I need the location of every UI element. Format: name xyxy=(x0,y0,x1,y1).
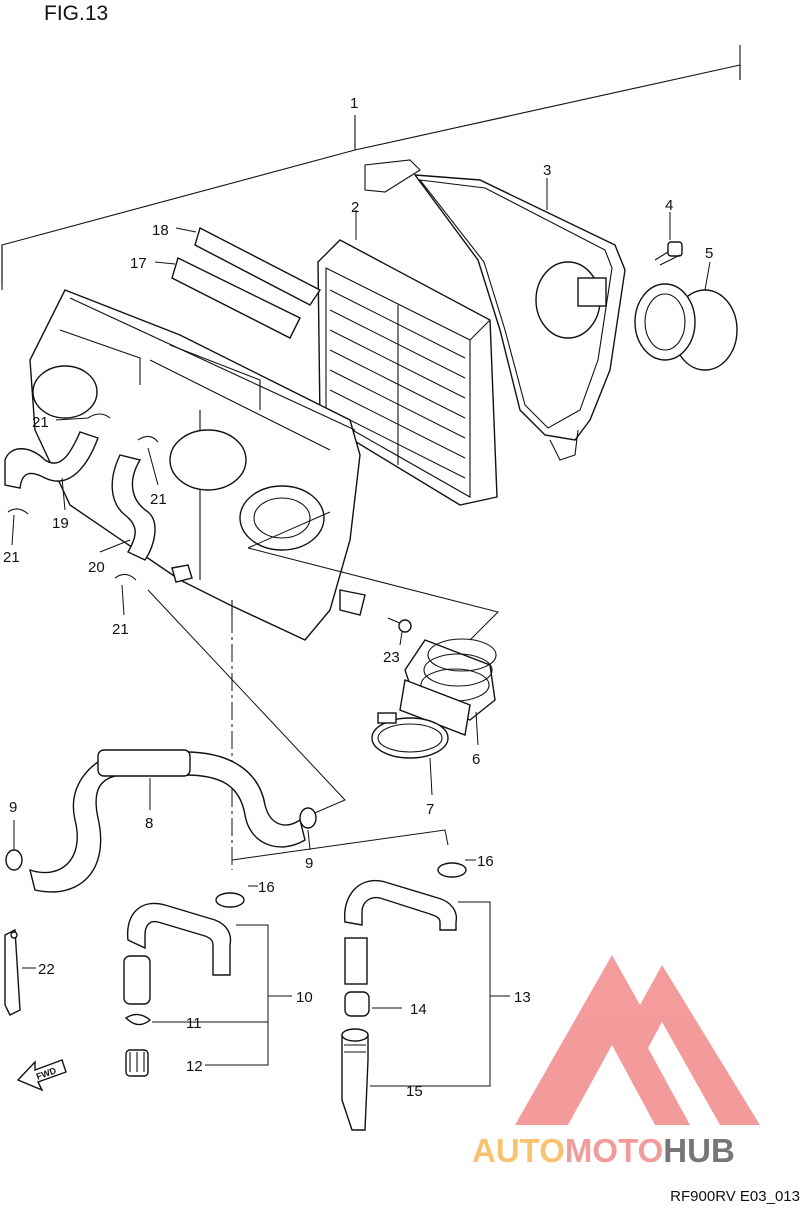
callout-11: 11 xyxy=(186,1015,202,1032)
watermark-hub: HUB xyxy=(663,1132,735,1169)
watermark-auto: AUTO xyxy=(472,1132,565,1169)
callout-21c: 21 xyxy=(3,549,20,566)
right-drain-assembly xyxy=(341,862,467,1131)
callout-2: 2 xyxy=(351,199,359,216)
callout-14: 14 xyxy=(410,1001,427,1018)
callout-20: 20 xyxy=(88,559,105,576)
callout-8: 8 xyxy=(145,815,153,832)
callout-16a: 16 xyxy=(258,879,275,896)
drain-hoses xyxy=(4,431,156,561)
callout-21d: 21 xyxy=(112,621,129,638)
right-drain-leaders xyxy=(370,859,510,1087)
reference-lines xyxy=(147,511,499,870)
breather-clips xyxy=(5,807,317,871)
boot-clamp xyxy=(371,712,449,759)
air-cleaner-cap xyxy=(364,159,626,461)
hose-clips xyxy=(7,413,159,581)
callout-17: 17 xyxy=(130,255,147,272)
intake-duct-rubber xyxy=(634,283,738,371)
callout-leaders xyxy=(11,178,711,851)
air-filter-element xyxy=(317,239,498,506)
callout-12: 12 xyxy=(186,1058,203,1075)
callout-19: 19 xyxy=(52,515,69,532)
filter-pleats xyxy=(329,289,466,479)
callout-23: 23 xyxy=(383,649,400,666)
seal-pads xyxy=(171,226,322,339)
watermark-triangle-mark xyxy=(515,955,760,1125)
callout-labels: 1 2 3 4 5 18 17 21 21 19 21 20 21 23 6 7… xyxy=(3,95,713,1100)
callout-1: 1 xyxy=(350,95,358,112)
left-drain-assembly xyxy=(123,892,245,1077)
fwd-arrow: FWD xyxy=(16,1059,67,1092)
cap-screw xyxy=(654,241,683,266)
drawing-code: RF900RV E03_013 xyxy=(670,1188,800,1205)
watermark-logo: AUTOMOTOHUB xyxy=(472,955,760,1169)
callout-5: 5 xyxy=(705,245,713,262)
callout-9a: 9 xyxy=(9,799,17,816)
callout-4: 4 xyxy=(665,197,673,214)
bracket-strap xyxy=(4,928,36,1016)
callout-7: 7 xyxy=(426,801,434,818)
callout-21a: 21 xyxy=(32,414,49,431)
left-drain-leaders xyxy=(152,885,292,1066)
svg-text:AUTOMOTOHUB: AUTOMOTOHUB xyxy=(472,1132,735,1169)
intake-boot xyxy=(399,638,497,736)
assembly-bracket xyxy=(1,45,741,290)
case-screw xyxy=(387,617,412,633)
figure-label: FIG.13 xyxy=(44,2,109,25)
breather-hose xyxy=(29,749,306,893)
callout-18: 18 xyxy=(152,222,169,239)
callout-22: 22 xyxy=(38,961,55,978)
callout-21b: 21 xyxy=(150,491,167,508)
callout-3: 3 xyxy=(543,162,551,179)
air-cleaner-case xyxy=(29,289,366,641)
callout-15: 15 xyxy=(406,1083,423,1100)
callout-13: 13 xyxy=(514,989,531,1006)
watermark-moto: MOTO xyxy=(565,1132,663,1169)
callout-6: 6 xyxy=(472,751,480,768)
callout-16b: 16 xyxy=(477,853,494,870)
callout-9b: 9 xyxy=(305,855,313,872)
callout-10: 10 xyxy=(296,989,313,1006)
